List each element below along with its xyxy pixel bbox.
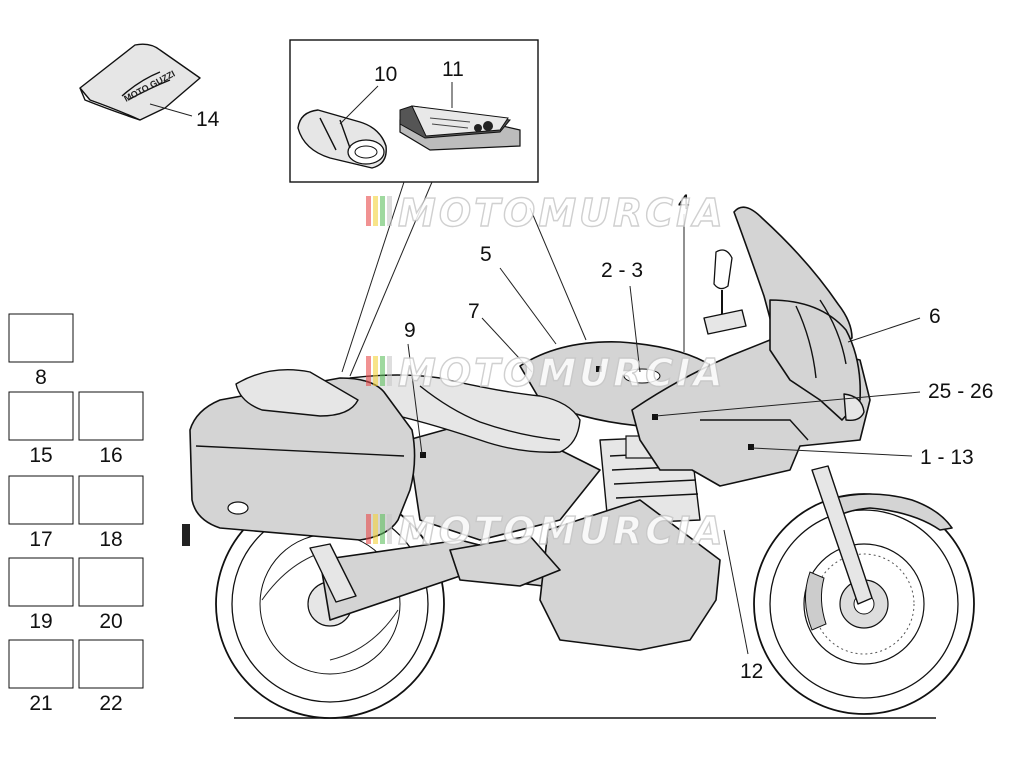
lower-side-panel [449, 535, 561, 587]
sticker-mark-1-13 [748, 444, 754, 450]
sticker-box-16 [78, 391, 144, 441]
sticker-label-22: 22 [99, 692, 122, 715]
callout-14: 14 [196, 108, 220, 131]
watermark-top: MOTOMURCIA [366, 190, 726, 236]
sticker-label-8: 8 [35, 366, 47, 389]
callout-12: 12 [740, 660, 763, 683]
part-11-owner-manual [399, 82, 521, 151]
sticker-label-18: 18 [99, 528, 122, 551]
sticker-box-19 [8, 557, 74, 607]
front-fork [811, 465, 873, 605]
sticker-mark-2-3 [596, 366, 602, 372]
sticker-label-16: 16 [99, 444, 122, 467]
headlight [843, 393, 865, 422]
belly-pan [539, 499, 721, 651]
front-wheel [753, 493, 975, 715]
rear-shock [309, 543, 357, 603]
callout-5: 5 [480, 243, 492, 266]
sticker-box-17 [8, 475, 74, 525]
mirror [713, 249, 733, 326]
watermark-bottom: MOTOMURCIA [366, 508, 726, 554]
sticker-box-group: 8 15 16 17 18 19 20 21 22 [8, 313, 144, 715]
sticker-box-21 [8, 639, 74, 689]
sticker-box-22 [78, 639, 144, 689]
sticker-box-18 [78, 475, 144, 525]
callout-9: 9 [404, 319, 416, 342]
watermark-middle: MOTOMURCIA [366, 350, 726, 396]
callout-6: 6 [929, 305, 941, 328]
inset-leader-right [349, 181, 433, 377]
callout-25-26: 25 - 26 [928, 380, 993, 403]
front-fender [825, 493, 953, 531]
part-14-flag: MOTO GUZZI [79, 43, 201, 121]
sticker-label-21: 21 [29, 692, 52, 715]
inset-box-10-11 [289, 39, 539, 183]
callout-7: 7 [468, 300, 480, 323]
handlebar-grip [703, 309, 747, 335]
callout-labels: 10 11 14 4 5 2 - 3 7 9 6 25 - 26 1 - 13 … [196, 58, 993, 683]
sticker-label-20: 20 [99, 610, 122, 633]
callout-10: 10 [374, 63, 397, 86]
watermark-text-bottom: MOTOMURCIA [398, 509, 726, 553]
watermark-text-top: MOTOMURCIA [398, 191, 726, 235]
callout-4: 4 [678, 191, 690, 214]
sticker-label-19: 19 [29, 610, 52, 633]
sticker-mark-25-26 [652, 414, 658, 420]
sticker-box-15 [8, 391, 74, 441]
pannier-case [182, 369, 416, 546]
callout-2-3: 2 - 3 [601, 259, 643, 282]
sticker-label-15: 15 [29, 444, 52, 467]
inset-leader-left [341, 181, 405, 373]
part-10-tool-pouch [297, 85, 387, 169]
callout-1-13: 1 - 13 [920, 446, 974, 469]
sticker-box-8 [8, 313, 74, 363]
sticker-mark-9 [420, 452, 426, 458]
sticker-label-17: 17 [29, 528, 52, 551]
callout-11: 11 [442, 58, 464, 81]
callout-leaders [407, 207, 921, 655]
watermark-text-middle: MOTOMURCIA [398, 351, 726, 395]
sticker-box-20 [78, 557, 144, 607]
motorcycle-illustration [182, 206, 975, 719]
